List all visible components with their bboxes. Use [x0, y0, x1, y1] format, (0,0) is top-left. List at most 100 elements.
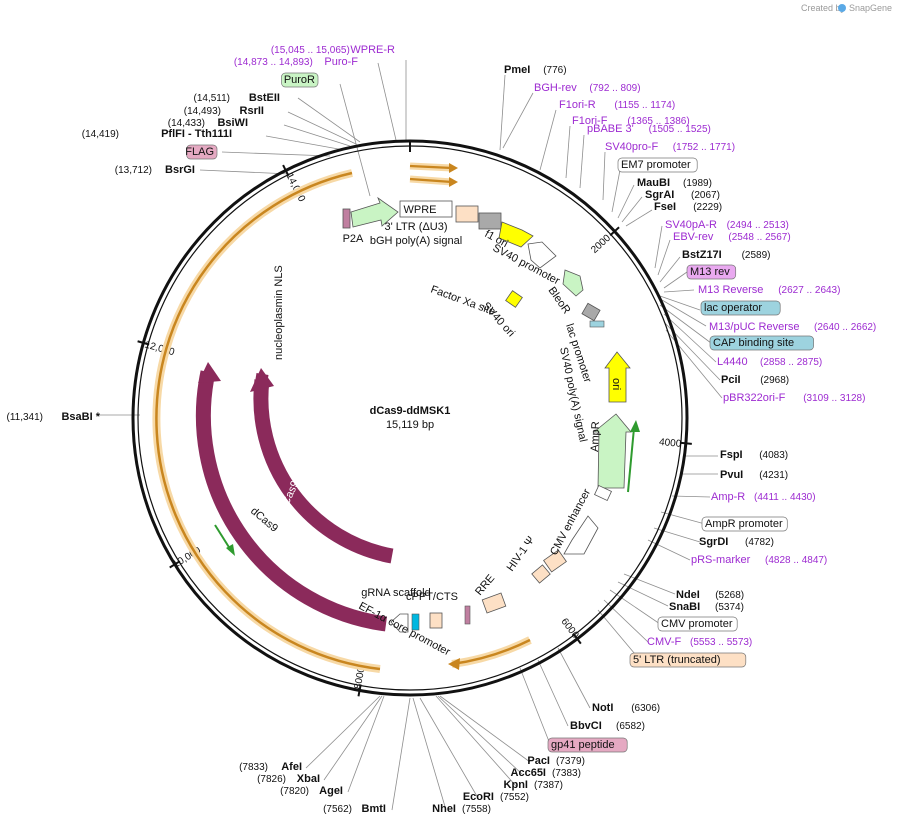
bleor-arrow [562, 269, 584, 297]
left-label-name: WPRE-R [350, 44, 395, 56]
right-label-pos: (4231) [759, 470, 788, 481]
feature-pill [701, 516, 788, 532]
hiv-psi-box [531, 564, 551, 584]
tick-label: 2000 [589, 232, 613, 255]
right-label-pos: (2640 .. 2662) [814, 322, 876, 333]
left-label-name: PflFI - Tth111I [161, 128, 232, 140]
right-label-name: 5' LTR (truncated) [633, 654, 720, 666]
right-label-name: Amp-R [711, 491, 745, 503]
watermark-created-by: Created by [801, 3, 846, 13]
bottom-label-pos: (7833) [239, 762, 268, 773]
bottom-label-pos: (7562) [323, 804, 352, 815]
right-label-name: pRS-marker [691, 554, 751, 566]
left-label-pos: (14,433) [168, 118, 205, 129]
left-label-name: BsaBI * [61, 411, 100, 423]
right-label-pos: (792 .. 809) [589, 83, 640, 94]
tick-mark [357, 684, 362, 697]
inner-label: gRNA scaffold [361, 587, 431, 599]
leader-lines [100, 60, 723, 811]
right-label-pos: (5374) [715, 602, 744, 613]
orange-top1 [409, 164, 453, 170]
right-label-pos: (6582) [616, 721, 645, 732]
left-label-name: RsrII [240, 105, 264, 117]
bottom-labels: PacI(7379)Acc65I(7383)KpnI(7387)EcoRI(75… [239, 755, 585, 815]
bottom-label-name: XbaI [297, 773, 320, 785]
inner-label: HIV-1 Ψ [505, 534, 538, 573]
dcas9-arrowhead [198, 362, 221, 383]
right-label-name: EBV-rev [673, 231, 714, 243]
bottom-label-name: AgeI [319, 785, 343, 797]
bottom-label-pos: (7379) [556, 756, 585, 767]
left-label-pos: (14,493) [184, 106, 221, 117]
right-label-pos: (2067) [691, 190, 720, 201]
green-line-right-head [630, 420, 640, 432]
bottom-label-name: AfeI [281, 761, 302, 773]
right-label-name: SV40pro-F [605, 141, 658, 153]
right-label-pos: (4782) [745, 537, 774, 548]
bottom-label-name: NheI [432, 803, 456, 815]
ltr5-box [543, 549, 567, 573]
right-label-pos: (2589) [742, 250, 771, 261]
f1ori-arrow [498, 221, 534, 248]
orange-arrowhead-top2 [449, 177, 458, 187]
feature-pill [617, 157, 698, 173]
green-line-right [627, 427, 635, 493]
right-label-name: BGH-rev [534, 82, 577, 94]
left-label-pos: (14,419) [82, 129, 119, 140]
bgh-box [478, 212, 502, 230]
snapgene-watermark: Created by SnapGene [801, 3, 892, 13]
right-label-name: AmpR promoter [705, 518, 783, 530]
rre-box [481, 592, 507, 614]
orange-top2 [409, 177, 453, 184]
right-label-pos: (1155 .. 1174) [614, 100, 675, 111]
nls-mark [255, 373, 269, 381]
tick-mark [572, 633, 582, 645]
right-label-name: BstZ17I [682, 249, 722, 261]
right-label-pos: (2968) [760, 375, 789, 386]
bottom-label-pos: (7387) [534, 780, 563, 791]
bottom-label-pos: (7558) [462, 804, 491, 815]
right-label-name: L4440 [717, 356, 748, 368]
right-label-pos: (2548 .. 2567) [728, 232, 790, 243]
inner-label: EF-1α core promoter [357, 600, 453, 659]
right-label-name: F1ori-F [572, 115, 608, 127]
left-label-name: FLAG [185, 146, 214, 158]
right-label-pos: (1752 .. 1771) [673, 142, 735, 153]
inner-label: SV40 ori [480, 300, 517, 339]
feature-pill [686, 264, 737, 280]
left-label-name: BsrGI [165, 164, 195, 176]
sv40-promoter-arrow [527, 241, 557, 269]
tick-mark [137, 340, 150, 346]
right-label-pos: (4411 .. 4430) [754, 492, 816, 503]
ampr-arrow [592, 413, 632, 489]
inner-label: AmpR [589, 421, 602, 452]
right-label-pos: (5553 .. 5573) [690, 637, 752, 648]
right-label-name: F1ori-R [559, 99, 596, 111]
snapgene-logo-icon [838, 4, 846, 12]
inner-label: ori [610, 378, 622, 390]
right-label-pos: (5268) [715, 590, 744, 601]
right-label-pos: (2494 .. 2513) [727, 220, 789, 231]
left-label-pos: (14,873 .. 14,893) [234, 57, 313, 68]
feature-pill [281, 72, 319, 88]
feature-pill [709, 335, 814, 351]
orange-arc-left [155, 171, 381, 671]
orange-arrowhead-top1 [449, 163, 458, 173]
bottom-label-pos: (7826) [257, 774, 286, 785]
feature-pill [547, 737, 628, 753]
ltr3-box [455, 205, 479, 223]
right-label-name: CAP binding site [713, 337, 794, 349]
bottom-label-name: Acc65I [511, 767, 546, 779]
right-label-name: SgrAI [645, 189, 674, 201]
tick-mark [679, 441, 692, 445]
right-label-name: gp41 peptide [551, 739, 615, 751]
left-label-pos: (15,045 .. 15,065) [271, 45, 350, 56]
right-label-name: lac operator [704, 302, 762, 314]
feature-pill [629, 652, 747, 668]
right-label-name: NotI [592, 702, 613, 714]
right-label-name: PvuI [720, 469, 743, 481]
right-label-name: PmeI [504, 64, 530, 76]
right-label-name: M13 rev [690, 266, 730, 278]
left-label-name: BstEII [249, 92, 280, 104]
